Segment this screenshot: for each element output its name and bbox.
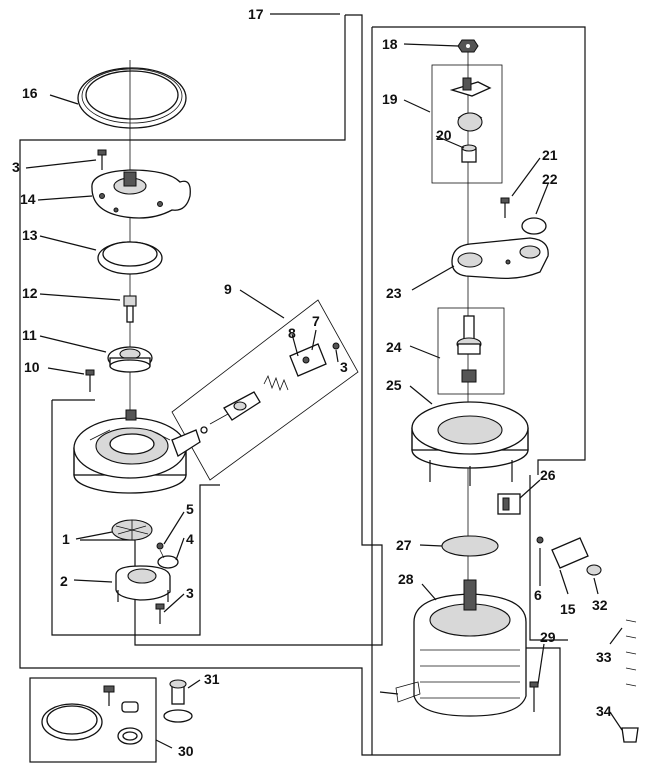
lower-housing-part [115, 565, 171, 602]
callout-21: 21 [542, 147, 558, 163]
valve-assembly-part [200, 342, 340, 434]
clip-part [497, 493, 521, 515]
impeller-part [111, 519, 153, 541]
callout-33: 33 [596, 649, 612, 665]
gasket-ring-part [77, 67, 187, 129]
pump-housing-part [73, 409, 201, 494]
cam-part [449, 77, 492, 163]
callout-34: 34 [596, 703, 612, 719]
callout-2: 2 [60, 573, 68, 589]
callout-17: 17 [248, 6, 264, 22]
bolt-part [123, 295, 137, 323]
callout-labels: 1 2 3 3 3 4 5 6 7 8 9 10 11 12 13 14 15 … [12, 6, 612, 759]
callout-20: 20 [436, 127, 452, 143]
callout-23: 23 [386, 285, 402, 301]
callout-8: 8 [288, 325, 296, 341]
callout-22: 22 [542, 171, 558, 187]
motor-part [379, 579, 527, 717]
callout-7: 7 [312, 313, 320, 329]
washer-part [441, 535, 499, 557]
callout-5: 5 [186, 501, 194, 517]
callout-18: 18 [382, 36, 398, 52]
callout-9: 9 [224, 281, 232, 297]
callout-25: 25 [386, 377, 402, 393]
callout-6: 6 [534, 587, 542, 603]
bracket-plate-part [451, 237, 549, 280]
screw-part [85, 369, 95, 392]
cover-plate-part [91, 169, 191, 219]
callout-3: 3 [12, 159, 20, 175]
nut-part [457, 39, 479, 53]
callout-13: 13 [22, 227, 38, 243]
callout-4: 4 [186, 531, 194, 547]
screw-part [97, 149, 107, 170]
callout-12: 12 [22, 285, 38, 301]
callout-24: 24 [386, 339, 402, 355]
motor-mount-part [411, 401, 529, 486]
callout-29: 29 [540, 629, 556, 645]
callout-32: 32 [592, 597, 608, 613]
impeller-cap-part [107, 346, 153, 373]
callout-11: 11 [22, 327, 37, 343]
leader-lines [25, 13, 623, 731]
callout-31: 31 [204, 671, 220, 687]
callout-10: 10 [24, 359, 40, 375]
callout-14: 14 [20, 191, 36, 207]
callout-15: 15 [560, 601, 576, 617]
assembly-outlines [19, 14, 586, 763]
callout-1: 1 [62, 531, 70, 547]
callout-3: 3 [186, 585, 194, 601]
callout-16: 16 [22, 85, 38, 101]
callout-27: 27 [396, 537, 412, 553]
coupler-part [456, 315, 482, 383]
callout-19: 19 [382, 91, 398, 107]
callout-26: 26 [540, 467, 556, 483]
screw-part [155, 603, 165, 624]
right-column-parts [379, 39, 639, 743]
ring-part [97, 241, 163, 275]
left-column-parts [73, 60, 201, 624]
accessory-parts [41, 679, 193, 745]
callout-28: 28 [398, 571, 414, 587]
callout-3: 3 [340, 359, 348, 375]
callout-30: 30 [178, 743, 194, 759]
